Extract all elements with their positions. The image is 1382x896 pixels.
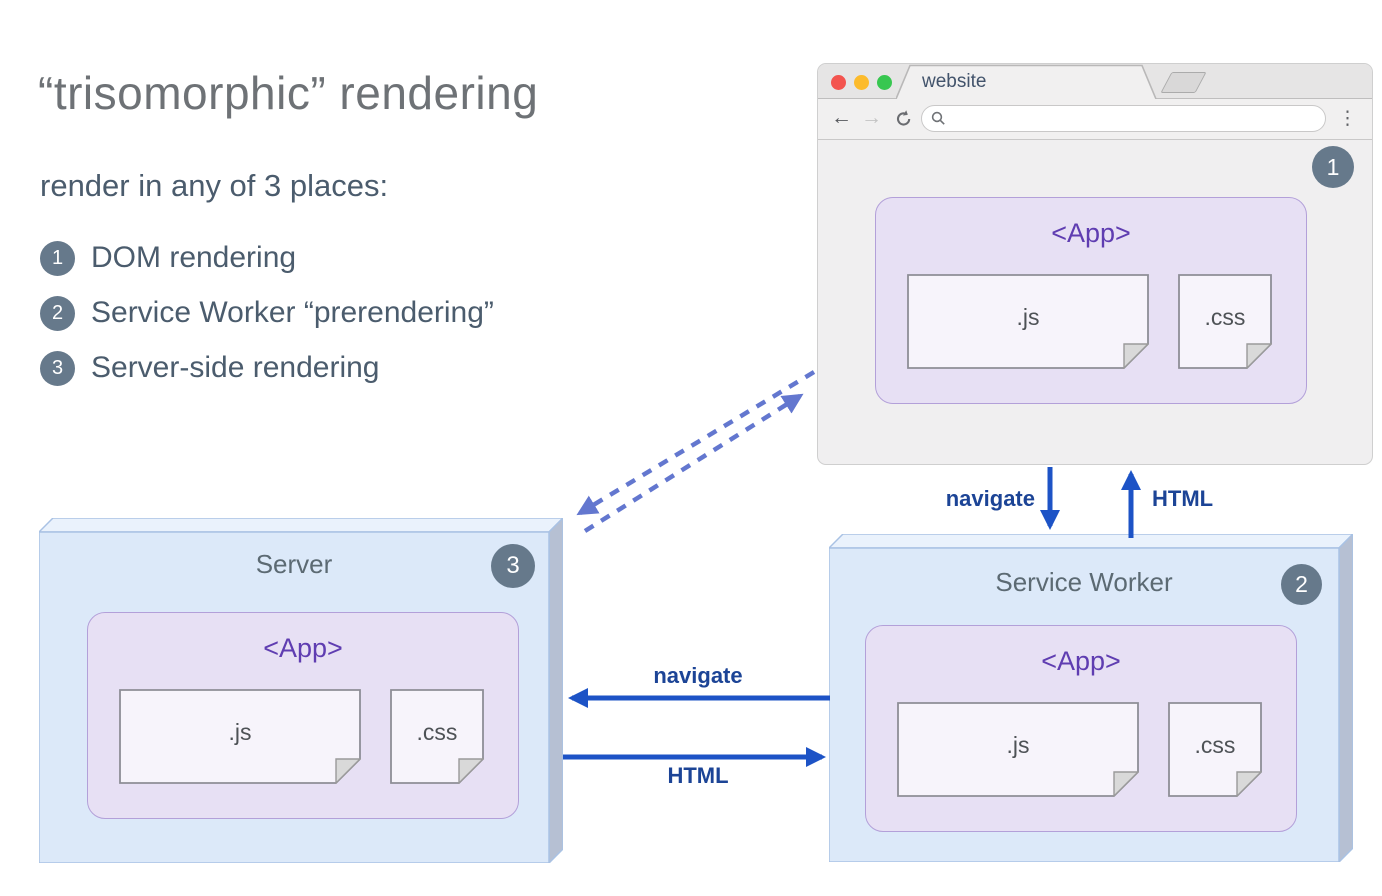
css-file-label: .css [1204,304,1246,330]
browser-window: website ← → ⋮ 1 <App> .js [817,63,1373,465]
app-tag-label: <App> [263,633,343,663]
legend-item-dom: 1 DOM rendering [40,238,296,278]
service-worker-app-box: <App> .js .css [865,625,1297,832]
browser-tab [896,64,1157,99]
url-bar [921,105,1326,132]
legend-label: Server-side rendering [91,351,380,384]
server-title: Server [255,549,333,579]
js-file-label: .js [1006,732,1030,758]
js-file-label: .js [228,719,252,745]
css-file-label: .css [1194,732,1236,758]
html-up-label: HTML [1152,486,1214,511]
server-app-box: <App> .js .css [87,612,519,819]
js-file-label: .js [1016,304,1040,330]
legend-item-server-side: 3 Server-side rendering [40,348,379,388]
html-right-label: HTML [667,763,729,788]
app-tag-label: <App> [1041,646,1121,676]
app-tag-label: <App> [1051,218,1131,248]
reload-icon [896,110,911,126]
js-file-icon: .js [897,702,1139,797]
css-file-icon: .css [390,689,484,784]
service-worker-box: Service Worker 2 <App> .js .css [829,534,1353,862]
legend-label: Service Worker “prerendering” [91,296,494,329]
service-worker-badge: 2 [1281,564,1322,605]
browser-app-box: <App> .js .css [875,197,1307,404]
dashed-browser-to-server-arrow [576,370,816,516]
service-worker-title: Service Worker [995,567,1173,597]
traffic-light-red-icon [831,75,846,90]
dashed-server-to-browser-arrow [583,393,804,533]
js-file-icon: .js [907,274,1149,369]
legend-badge-1: 1 [40,240,75,276]
navigate-down-label: navigate [945,486,1035,511]
server-badge: 3 [491,544,535,588]
menu-dots-icon: ⋮ [1338,108,1357,129]
page-title: “trisomorphic” rendering [38,67,539,119]
css-file-label: .css [416,719,458,745]
browser-badge: 1 [1312,146,1354,188]
css-file-icon: .css [1168,702,1262,797]
legend-badge-3: 3 [40,350,75,386]
server-box: Server 3 <App> .js .css [39,518,563,863]
browser-tab-bar: website [818,64,1372,99]
back-icon: ← [831,106,852,129]
traffic-light-yellow-icon [854,75,869,90]
subtitle: render in any of 3 places: [40,168,389,203]
traffic-light-green-icon [877,75,892,90]
legend-item-service-worker: 2 Service Worker “prerendering” [40,293,494,333]
forward-icon: → [861,106,882,129]
legend-label: DOM rendering [91,241,297,274]
css-file-icon: .css [1178,274,1272,369]
search-icon [931,111,945,125]
navigate-left-label: navigate [653,663,743,688]
js-file-icon: .js [119,689,361,784]
new-tab-icon [1160,72,1207,93]
browser-toolbar: ← → ⋮ [818,99,1372,140]
legend-badge-2: 2 [40,295,75,331]
browser-tab-title: website [922,71,987,92]
